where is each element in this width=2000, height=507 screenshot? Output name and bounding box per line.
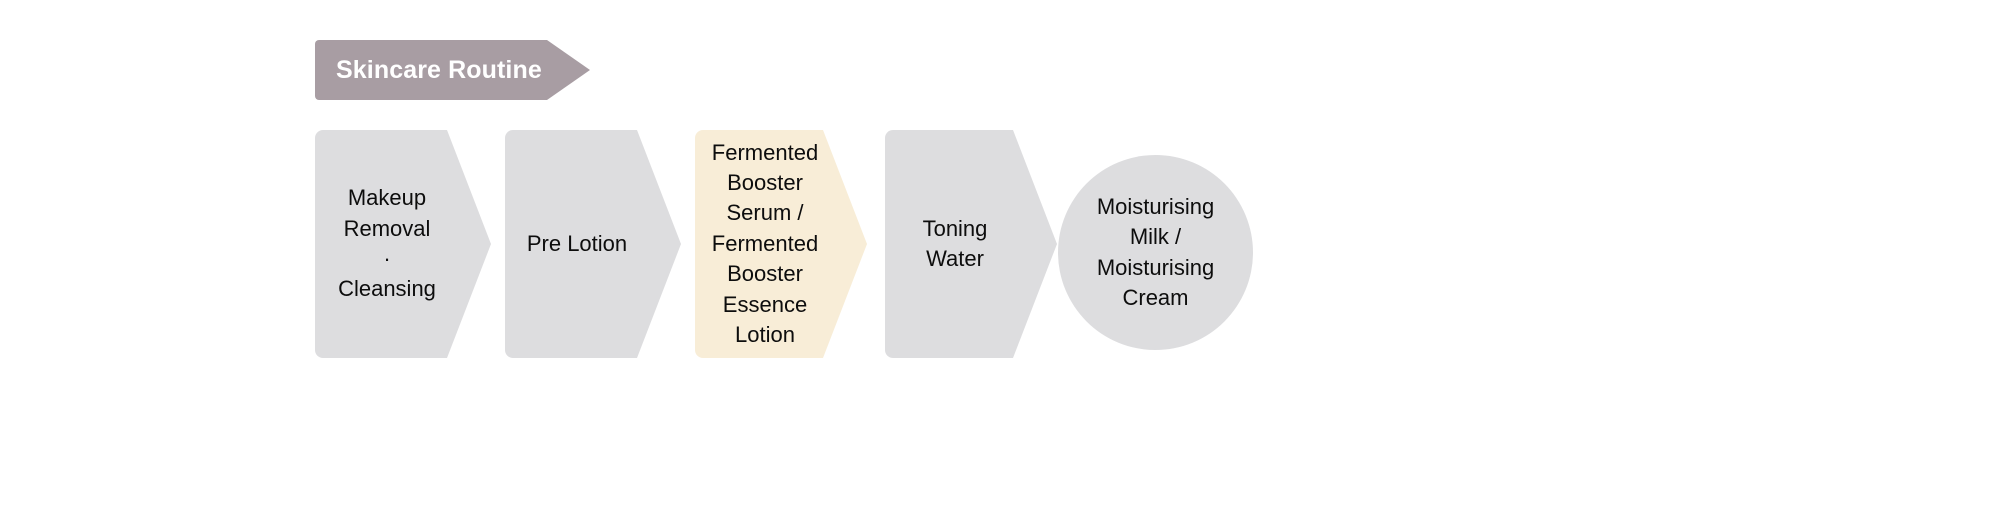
chevron-shape-step-1 [315, 130, 491, 358]
process-step-4-label: Toning Water [922, 215, 988, 271]
process-step-4[interactable]: Toning Water [885, 130, 1057, 358]
diagram-title-banner: Skincare Routine [315, 40, 590, 100]
process-step-1-label: Makeup Removal · Cleansing [338, 185, 436, 302]
process-step-2[interactable]: Pre Lotion [505, 130, 681, 358]
process-step-1[interactable]: Makeup Removal · Cleansing [315, 130, 491, 358]
process-step-3[interactable]: Fermented Booster Serum / Fermented Boos… [695, 130, 867, 358]
title-banner-shape [315, 40, 590, 100]
chevron-shape-step-3-highlighted [695, 130, 867, 358]
process-step-5[interactable]: Moisturising Milk / Moisturising Cream [1058, 155, 1253, 350]
chevron-shape-step-2 [505, 130, 681, 358]
chevron-shape-step-4 [885, 130, 1057, 358]
process-step-5-label: Moisturising Milk / Moisturising Cream [1096, 193, 1215, 310]
process-step-3-label: Fermented Booster Serum / Fermented Boos… [711, 139, 819, 347]
process-step-2-label: Pre Lotion [526, 230, 628, 256]
page-title: Skincare Routine [336, 55, 542, 84]
